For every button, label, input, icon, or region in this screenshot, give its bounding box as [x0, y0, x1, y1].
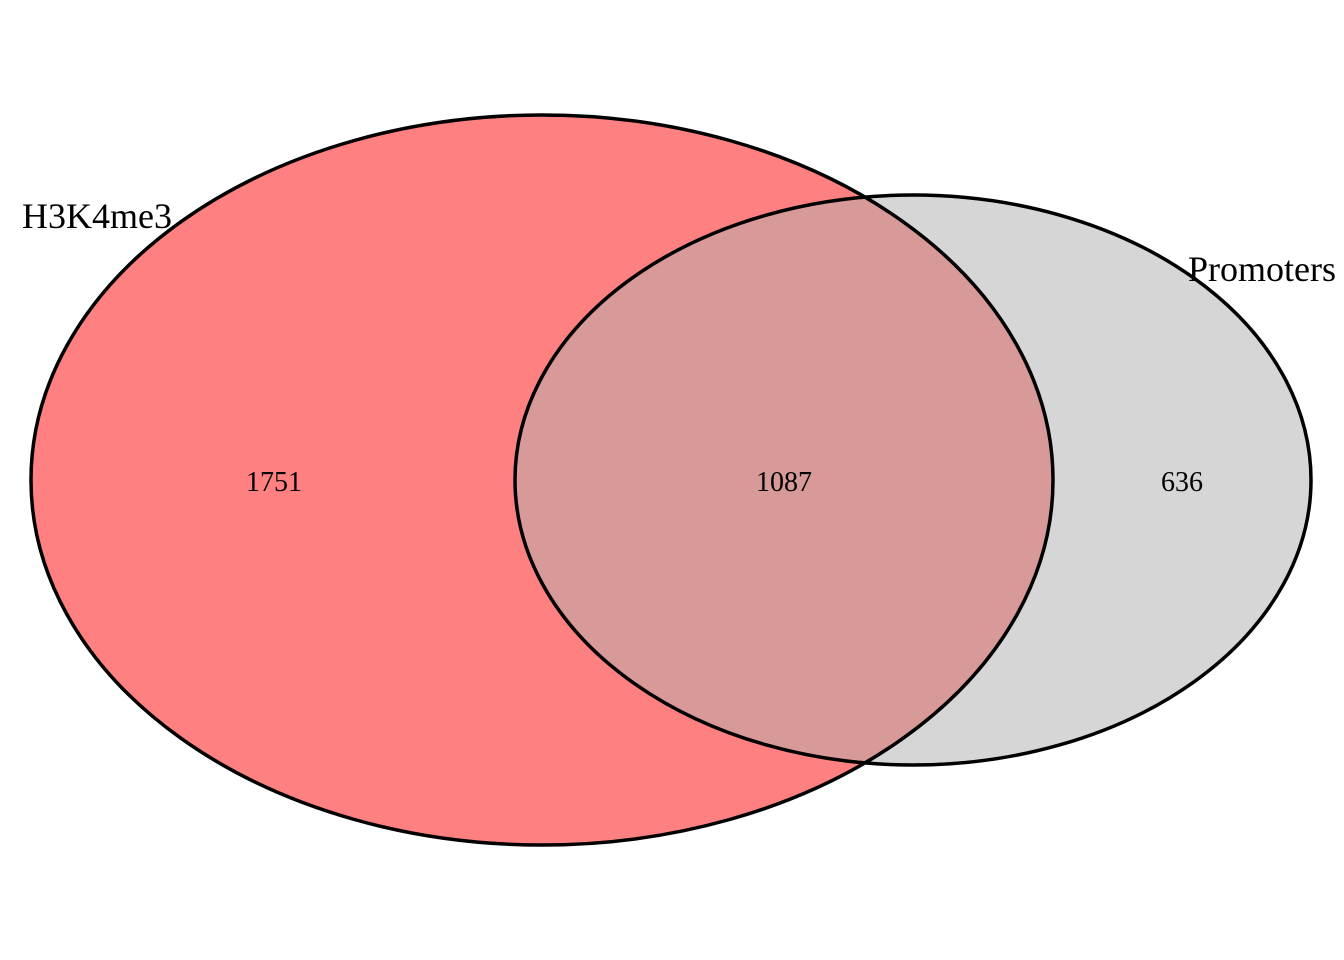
- intersection-count: 1087: [756, 467, 812, 498]
- promoters-only-count: 636: [1161, 467, 1203, 498]
- h3k4me3-set-label: H3K4me3: [22, 196, 172, 236]
- intersection-region: [515, 195, 1053, 765]
- h3k4me3-only-count: 1751: [246, 467, 302, 498]
- promoters-set-label: Promoters: [1188, 249, 1336, 289]
- promoters-set-outline: [513, 193, 1313, 767]
- h3k4me3-set-outline: [29, 113, 1055, 847]
